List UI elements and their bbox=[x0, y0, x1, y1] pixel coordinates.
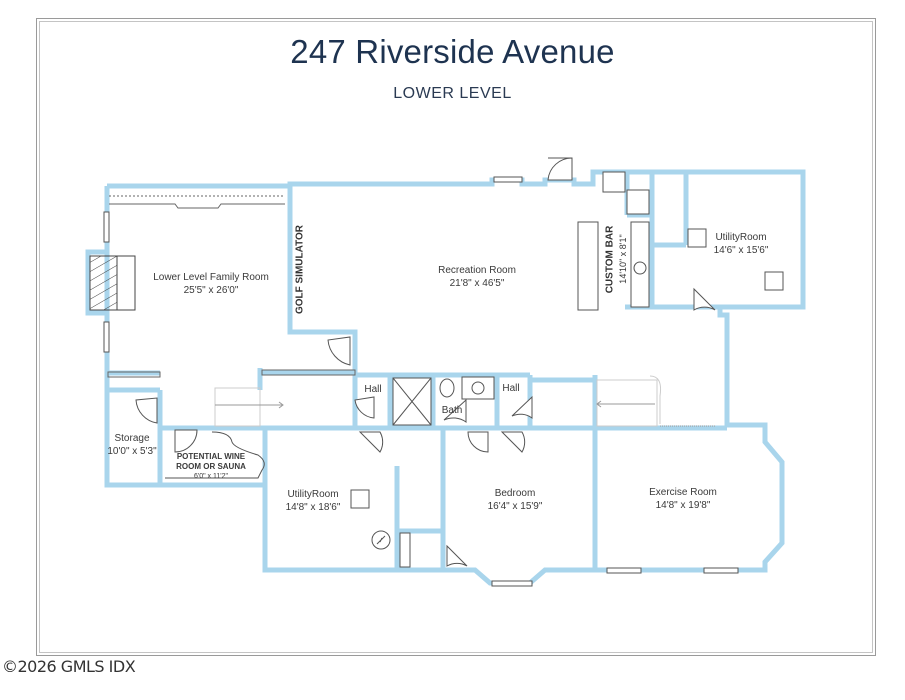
outer-frame bbox=[36, 18, 876, 656]
room-name: Storage bbox=[114, 433, 150, 444]
inner-frame bbox=[39, 21, 873, 653]
floor-level-label: LOWER LEVEL bbox=[393, 85, 512, 102]
room-name: Recreation Room bbox=[438, 265, 516, 276]
doors bbox=[135, 157, 716, 567]
bath-fixtures bbox=[392, 376, 495, 426]
room-dimensions: 6'0" x 11'2" bbox=[194, 473, 228, 480]
room-dimensions: 10'0" x 5'3" bbox=[107, 446, 157, 457]
room-hall-left: Hall bbox=[364, 383, 381, 396]
room-name-line2: ROOM OR SAUNA bbox=[176, 462, 246, 471]
room-wine-room: POTENTIAL WINE ROOM OR SAUNA 6'0" x 11'2… bbox=[176, 452, 246, 482]
room-dimensions: 14'8" x 19'8" bbox=[655, 500, 711, 511]
copyright-watermark: ©2026 GMLS IDX bbox=[2, 657, 136, 676]
room-name-line1: POTENTIAL WINE bbox=[176, 452, 246, 461]
room-name: Hall bbox=[364, 384, 382, 395]
room-dimensions: 25'5" x 26'0" bbox=[183, 285, 239, 296]
stairs-right bbox=[596, 375, 716, 427]
room-utility-room-lower: UtilityRoom 14'8" x 18'6" bbox=[286, 488, 341, 514]
room-utility-room-upper: UtilityRoom 14'6" x 15'6" bbox=[714, 231, 769, 257]
room-name: UtilityRoom bbox=[287, 489, 339, 500]
room-name: Bath bbox=[441, 405, 463, 416]
fireplace bbox=[89, 255, 136, 311]
room-name: Exercise Room bbox=[649, 487, 717, 498]
room-name: Lower Level Family Room bbox=[153, 272, 269, 283]
custom-bar bbox=[577, 171, 650, 311]
room-storage: Storage 10'0" x 5'3" bbox=[107, 432, 156, 458]
soffit bbox=[109, 195, 285, 209]
room-hall-right: Hall bbox=[502, 382, 519, 395]
room-exercise-room: Exercise Room 14'8" x 19'8" bbox=[649, 486, 717, 512]
walls bbox=[85, 169, 806, 586]
room-family-room: Lower Level Family Room 25'5" x 26'0" bbox=[153, 271, 269, 297]
room-name: UtilityRoom bbox=[715, 232, 767, 243]
custom-bar-dimensions: 14'10" x 8'1" bbox=[618, 234, 628, 284]
room-dimensions: 16'4" x 15'9" bbox=[487, 501, 543, 512]
room-bedroom: Bedroom 16'4" x 15'9" bbox=[488, 487, 543, 513]
room-name: Hall bbox=[502, 383, 520, 394]
custom-bar-label: CUSTOM BAR bbox=[604, 225, 616, 294]
room-dimensions: 14'6" x 15'6" bbox=[713, 245, 769, 256]
room-recreation-room: Recreation Room 21'8" x 46'5" bbox=[438, 264, 516, 290]
property-title: 247 Riverside Avenue bbox=[290, 33, 615, 70]
windows bbox=[103, 176, 739, 587]
stairs-left bbox=[107, 369, 356, 427]
wine-room-outline bbox=[165, 431, 265, 479]
room-dimensions: 14'8" x 18'6" bbox=[285, 502, 341, 513]
room-bath: Bath bbox=[442, 404, 463, 417]
room-dimensions: 21'8" x 46'5" bbox=[449, 278, 505, 289]
room-name: Bedroom bbox=[494, 488, 536, 499]
utility-fixtures bbox=[350, 228, 784, 568]
golf-simulator-label: GOLF SIMULATOR bbox=[294, 224, 306, 315]
